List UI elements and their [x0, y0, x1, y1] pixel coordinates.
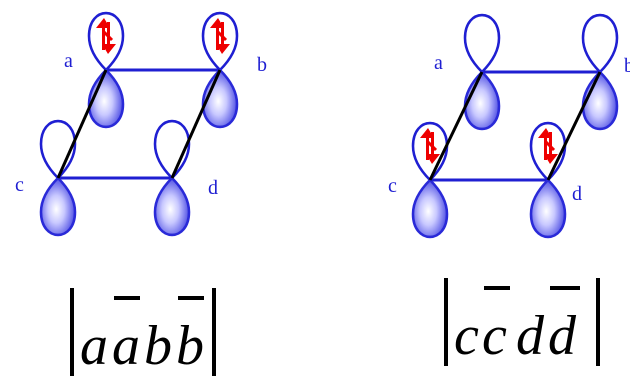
det-letter: b	[176, 315, 204, 377]
label-b-right: b	[624, 55, 630, 77]
det-letter: a	[112, 315, 140, 377]
label-c-right: c	[388, 175, 397, 197]
det-letter: d	[516, 305, 545, 367]
det-letter: a	[80, 315, 108, 377]
right-panel: a b c d c c d d	[388, 13, 630, 367]
left-panel: a b c d a a b b	[15, 11, 267, 377]
label-a-right: a	[434, 52, 443, 74]
left-bond-ac	[56, 69, 108, 179]
det-letter: c	[482, 305, 507, 367]
right-bond-ac	[428, 71, 484, 181]
det-letter: d	[548, 305, 577, 367]
label-d-left: d	[208, 177, 218, 199]
right-bond-bd	[546, 71, 602, 181]
left-determinant: a a b b	[70, 288, 216, 377]
det-letter: b	[144, 315, 172, 377]
det-letter: c	[454, 305, 479, 367]
right-determinant: c c d d	[444, 278, 600, 367]
left-bond-bd	[170, 69, 222, 179]
label-b-left: b	[257, 54, 267, 76]
label-d-right: d	[572, 183, 582, 205]
label-c-left: c	[15, 174, 24, 196]
label-a-left: a	[64, 50, 73, 72]
